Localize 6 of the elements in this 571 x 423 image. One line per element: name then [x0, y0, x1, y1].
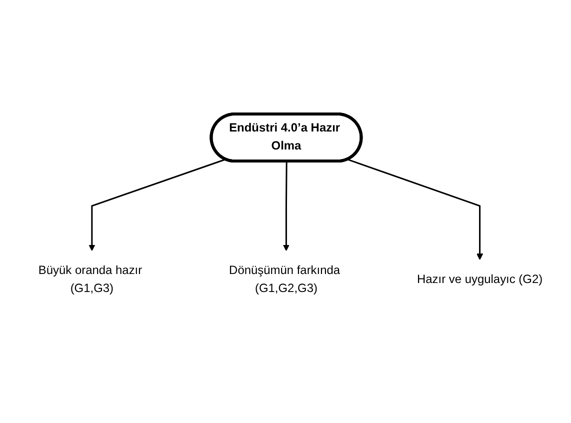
arrow [347, 158, 484, 260]
node-text: Büyük oranda hazır (G1,G3) [38, 264, 142, 295]
node-text: Dönüşümün farkında (G1,G2,G3) [229, 264, 340, 295]
arrow [282, 161, 290, 252]
node-text: Hazır ve uygulayıc (G2) [417, 273, 543, 286]
arrow [88, 158, 226, 252]
